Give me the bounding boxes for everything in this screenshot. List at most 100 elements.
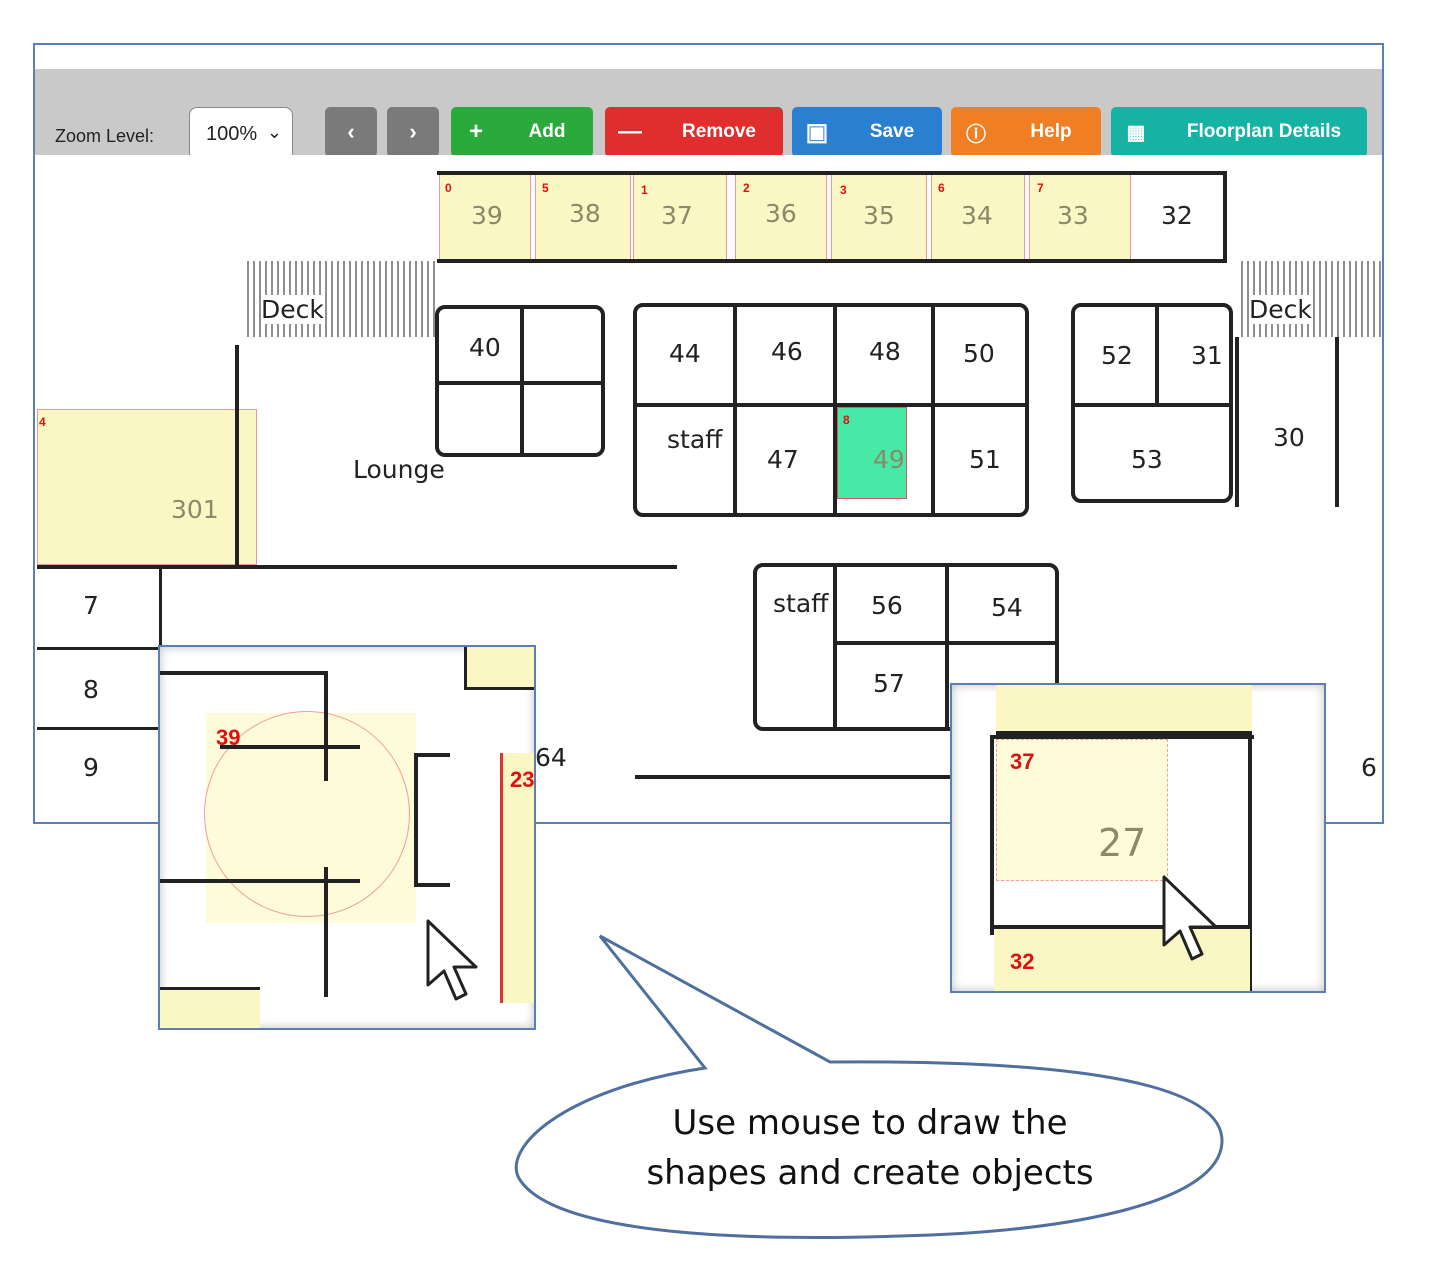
wall: [37, 647, 161, 650]
question-circle-icon: ⓘ: [966, 123, 986, 146]
floorplan-details-button-label: Floorplan Details: [1186, 121, 1342, 142]
room-37-zoom-label: 37: [1010, 749, 1035, 774]
room-54-label: 54: [991, 593, 1023, 622]
room-index: 6: [938, 181, 945, 195]
wall: [945, 563, 949, 731]
wall: [635, 403, 1027, 407]
wall: [931, 303, 935, 517]
room-number: 32: [1161, 201, 1193, 230]
room-23-highlight[interactable]: [500, 753, 534, 1003]
wall: [990, 735, 1254, 739]
remove-button-label: Remove: [682, 121, 756, 142]
room-48-label: 48: [869, 337, 901, 366]
wall: [235, 345, 239, 567]
room-27-zoom-label: 27: [1098, 821, 1147, 865]
zoom-inset-left: 39 23: [158, 645, 536, 1030]
room-6x-label: 6: [1361, 753, 1377, 782]
wall: [437, 381, 603, 385]
draw-circle-shape: [204, 711, 410, 917]
room-47-label: 47: [767, 445, 799, 474]
wall: [1235, 337, 1239, 507]
room-51-label: 51: [969, 445, 1001, 474]
room-number: 37: [661, 201, 693, 230]
room-46-label: 46: [771, 337, 803, 366]
room-39-zoom-label: 39: [216, 725, 241, 750]
save-button-label: Save: [869, 121, 915, 142]
room-index: 5: [542, 181, 549, 195]
room-index: 0: [445, 181, 452, 195]
deck-left-label: Deck: [261, 295, 324, 324]
save-button[interactable]: ▣ Save: [792, 107, 942, 157]
room-56-label: 56: [871, 591, 903, 620]
previous-button[interactable]: ‹: [325, 107, 377, 157]
room-strip-top: [996, 685, 1252, 735]
wall: [1155, 303, 1159, 403]
room-index: 3: [840, 183, 847, 197]
room-32-highlight[interactable]: [994, 929, 1250, 991]
top-row-bottom-wall: [437, 259, 1227, 263]
room-57-label: 57: [873, 669, 905, 698]
room-highlight-top: [464, 647, 534, 690]
room-block-44-51[interactable]: [633, 303, 1029, 517]
zoom-level-value: 100%: [206, 122, 258, 145]
room-index: 2: [743, 181, 750, 195]
wall: [324, 671, 328, 781]
room-8-label: 8: [83, 675, 99, 704]
add-button[interactable]: + Add: [451, 107, 593, 157]
wall: [733, 303, 737, 517]
room-49-selected[interactable]: [837, 407, 907, 499]
next-button[interactable]: ›: [387, 107, 439, 157]
staff-room-label: staff: [667, 425, 723, 454]
room-49-index: 8: [843, 413, 850, 427]
wall: [1335, 337, 1339, 507]
top-wall: [437, 171, 1225, 175]
wall: [160, 671, 328, 675]
room-number: 33: [1057, 201, 1089, 230]
wall: [835, 641, 1057, 645]
callout-line-1: Use mouse to draw the: [672, 1103, 1068, 1143]
room-301-label: 301: [171, 495, 219, 524]
room-40-label: 40: [469, 333, 501, 362]
wall: [37, 727, 161, 730]
room-38-highlight[interactable]: [535, 173, 631, 261]
room-7-label: 7: [83, 591, 99, 620]
room-9-label: 9: [83, 753, 99, 782]
wall: [990, 735, 994, 935]
room-39-highlight[interactable]: [439, 173, 531, 261]
zoom-level-select[interactable]: 100% ⌄: [189, 107, 293, 161]
callout-line-2: shapes and create objects: [646, 1153, 1094, 1193]
room-highlight-bottom: [160, 987, 260, 1028]
wall: [833, 303, 837, 517]
room-index: 7: [1037, 181, 1044, 195]
wall: [160, 879, 360, 883]
wall: [1248, 735, 1252, 991]
zoom-level-label: Zoom Level:: [55, 126, 155, 146]
room-53-label: 53: [1131, 445, 1163, 474]
floppy-disk-icon: ▣: [805, 118, 829, 146]
mouse-cursor-icon: [426, 919, 478, 1001]
wall: [833, 563, 837, 731]
room-301-highlight[interactable]: [37, 409, 257, 565]
room-44-label: 44: [669, 339, 701, 368]
room-number: 34: [961, 201, 993, 230]
wall: [324, 867, 328, 997]
floorplan-details-button[interactable]: ▦ Floorplan Details: [1111, 107, 1367, 157]
room-32-right-wall: [1223, 171, 1227, 263]
room-number: 36: [765, 199, 797, 228]
remove-button[interactable]: — Remove: [605, 107, 783, 157]
room-37-highlight[interactable]: [633, 173, 727, 261]
room-32-zoom-label: 32: [1010, 949, 1035, 974]
add-button-label: Add: [528, 121, 566, 142]
room-34-highlight[interactable]: [931, 173, 1025, 261]
room-49-label: 49: [873, 445, 905, 474]
counter-outline: [414, 753, 450, 887]
help-button-label: Help: [1030, 121, 1072, 142]
room-301-index: 4: [39, 415, 46, 429]
help-button[interactable]: ⓘ Help: [951, 107, 1101, 157]
chevron-left-icon: ‹: [347, 119, 355, 144]
room-33-highlight[interactable]: [1029, 173, 1131, 261]
wall: [520, 305, 524, 455]
room-31-label: 31: [1191, 341, 1223, 370]
wall: [1073, 403, 1231, 407]
